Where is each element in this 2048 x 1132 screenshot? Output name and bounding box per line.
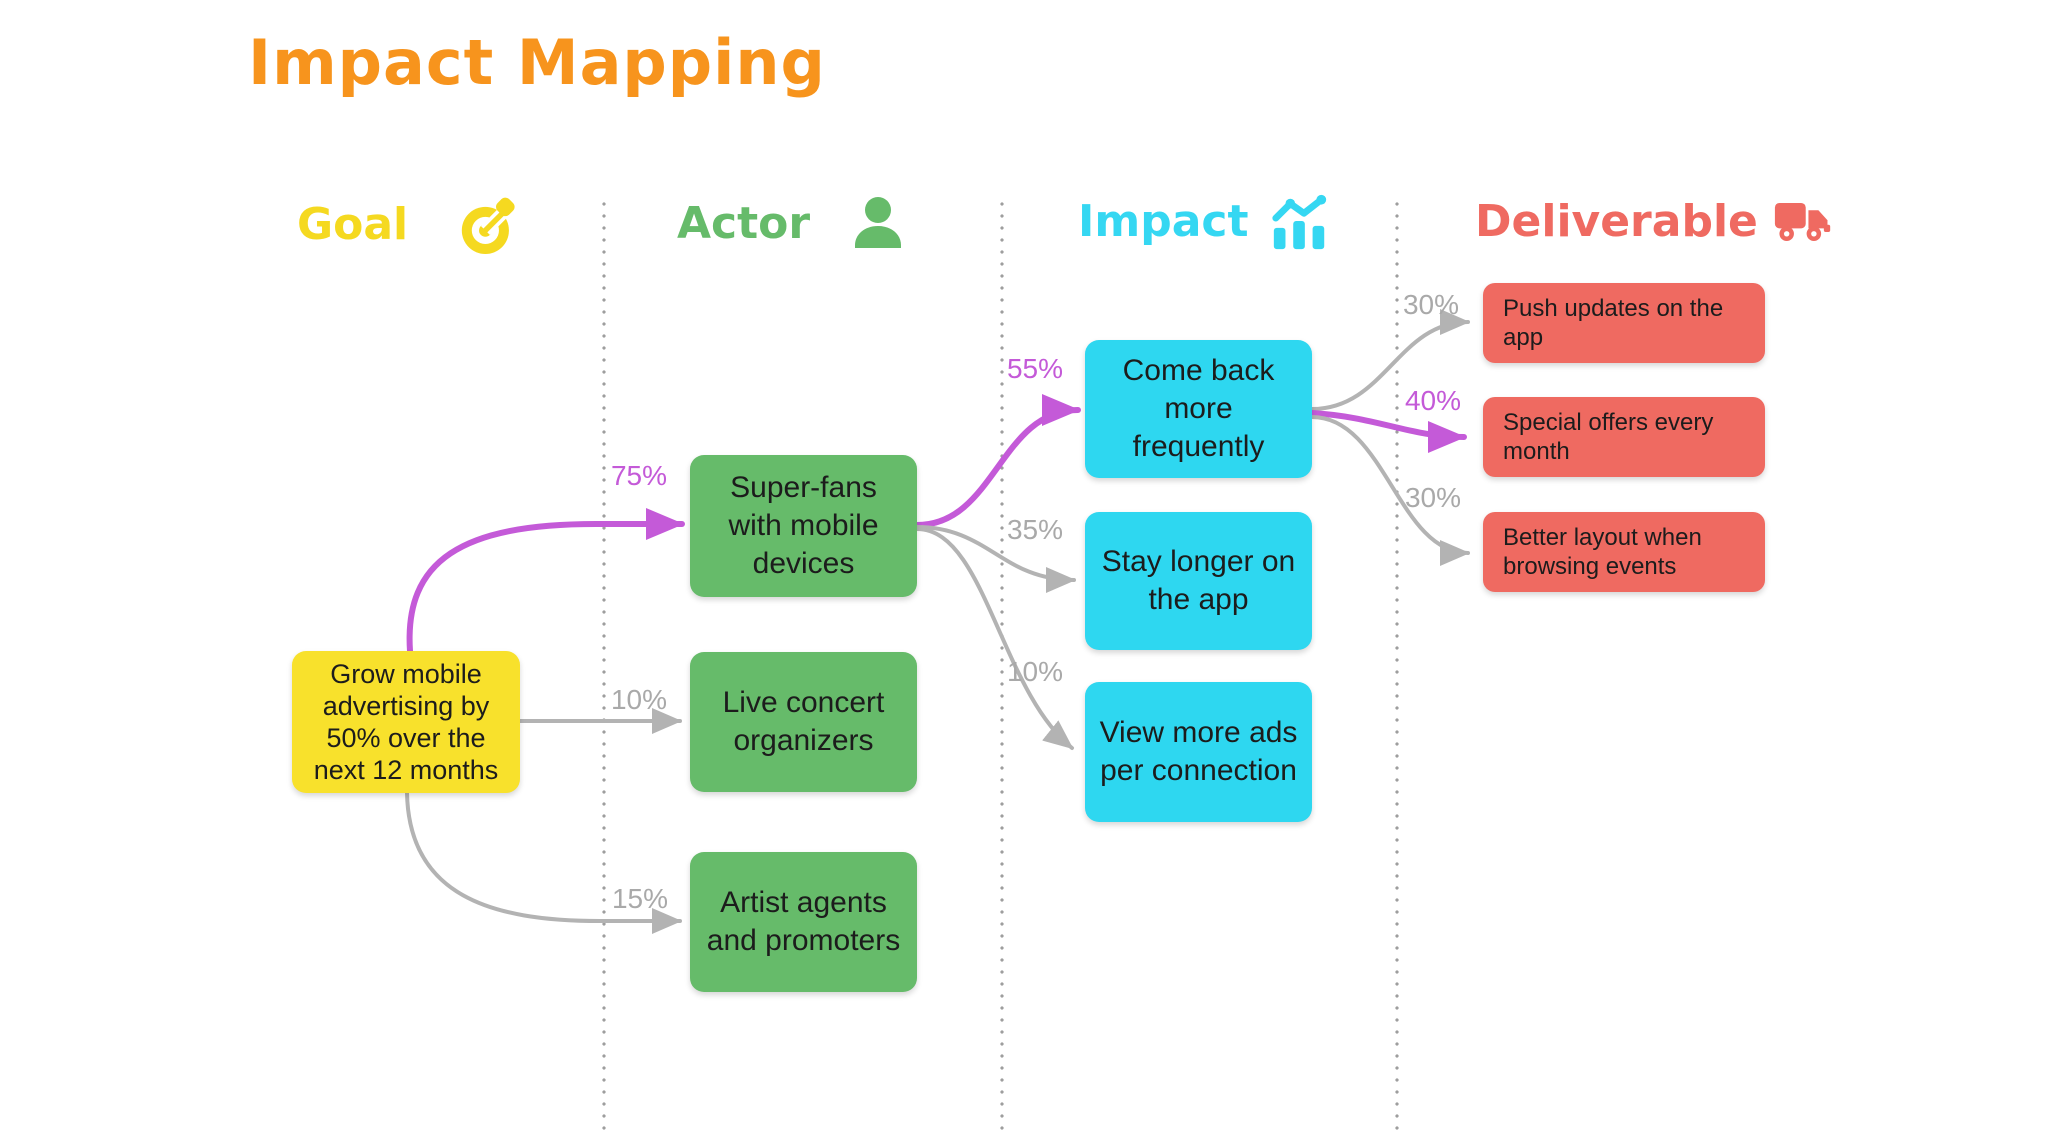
edge-weight-label: 35%	[1006, 514, 1064, 545]
impact-node-text: View more ads per connection	[1099, 716, 1298, 787]
edge-goal-to-agents	[405, 791, 682, 934]
edge-weight-label: 75%	[610, 460, 668, 491]
edge-comeback-to-specialoffers	[1309, 410, 1467, 453]
edge-superfans-to-staylonger	[915, 525, 1076, 593]
impact-node-staylonger[interactable]: Stay longer on the app	[1085, 512, 1312, 650]
page-title: Impact Mapping	[248, 26, 826, 99]
edge-weight-label: 40%	[1404, 385, 1462, 416]
actor-node-text: Live concert organizers	[722, 686, 885, 757]
edge-weight-label: 15%	[611, 883, 669, 914]
actor-node-superfans[interactable]: Super-fans with mobile devices	[690, 455, 917, 597]
column-header-goal-label: Goal	[297, 199, 409, 250]
deliverable-node-text: Better layout when browsing events	[1503, 524, 1702, 580]
impact-node-viewmore[interactable]: View more ads per connection	[1085, 682, 1312, 822]
person-icon	[855, 197, 902, 248]
edge-weight-label: 10%	[1006, 656, 1064, 687]
target-icon	[461, 197, 515, 254]
truck-icon	[1774, 202, 1831, 242]
column-divider	[602, 198, 606, 1132]
column-header-goal: Goal	[297, 194, 518, 256]
impact-node-text: Stay longer on the app	[1101, 545, 1296, 616]
edge-superfans-to-viewmore	[915, 527, 1074, 750]
edge-comeback-to-pushupdates	[1310, 309, 1470, 411]
deliverable-node-pushupdates[interactable]: Push updates on the app	[1483, 283, 1765, 363]
edge-comeback-to-betterlayout	[1310, 415, 1470, 566]
edge-weight-label: 30%	[1404, 482, 1462, 513]
actor-node-text: Artist agents and promoters	[706, 886, 901, 957]
edge-goal-to-superfans	[406, 508, 685, 654]
actor-node-text: Super-fans with mobile devices	[728, 471, 879, 580]
column-header-deliverable: Deliverable	[1475, 194, 1832, 250]
column-header-impact: Impact	[1078, 194, 1331, 250]
column-divider	[1395, 198, 1399, 1132]
column-header-actor-label: Actor	[677, 198, 811, 249]
column-header-impact-label: Impact	[1078, 196, 1249, 247]
impact-node-comeback[interactable]: Come back more frequently	[1085, 340, 1312, 478]
deliverable-node-betterlayout[interactable]: Better layout when browsing events	[1483, 512, 1765, 592]
deliverable-node-text: Push updates on the app	[1503, 295, 1724, 351]
goal-node-text: Grow mobile advertising by 50% over the …	[313, 659, 499, 785]
goal-node[interactable]: Grow mobile advertising by 50% over the …	[292, 651, 520, 793]
edge-weight-label: 55%	[1006, 353, 1064, 384]
edge-weight-label: 10%	[610, 684, 668, 715]
impact-node-text: Come back more frequently	[1122, 354, 1275, 463]
column-divider	[1000, 198, 1004, 1132]
edge-superfans-to-comeback	[914, 394, 1081, 528]
bar-chart-icon	[1271, 194, 1326, 250]
deliverable-node-text: Special offers every month	[1503, 409, 1714, 465]
actor-node-agents[interactable]: Artist agents and promoters	[690, 852, 917, 992]
column-header-deliverable-label: Deliverable	[1475, 196, 1758, 247]
column-header-actor: Actor	[677, 194, 908, 254]
edge-weight-label: 30%	[1402, 289, 1460, 320]
actor-node-organizers[interactable]: Live concert organizers	[690, 652, 917, 792]
deliverable-node-specialoffers[interactable]: Special offers every month	[1483, 397, 1765, 477]
